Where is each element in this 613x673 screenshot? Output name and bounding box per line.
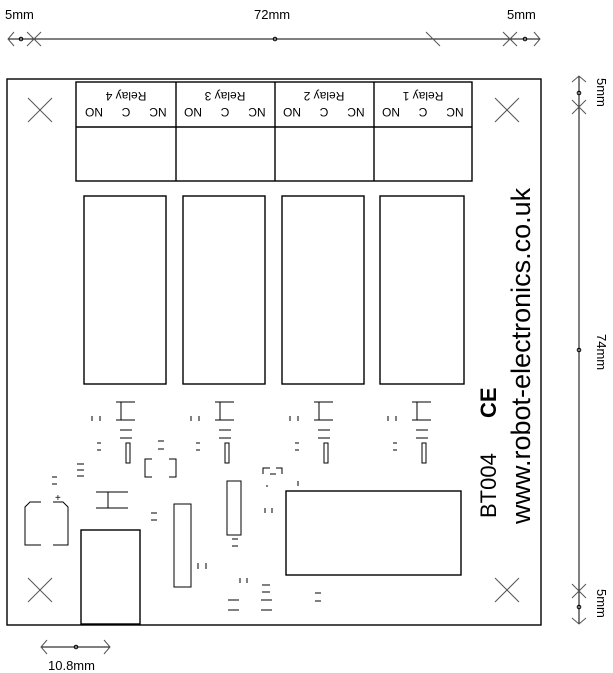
dimension-dot: [522, 36, 528, 42]
board-outline: [6, 78, 542, 626]
relay-3: [182, 195, 266, 385]
terminal-relay-1: Relay 1 NO C NC: [382, 89, 464, 119]
crystal: [144, 458, 177, 478]
programming-header: [226, 480, 242, 536]
top-dimension: 5mm 72mm 5mm: [5, 7, 541, 47]
terminal-relay-2: Relay 2 NO C NC: [283, 89, 365, 119]
pin-label: NO: [184, 105, 202, 119]
diode-body: [323, 442, 329, 464]
ce-mark: CE: [476, 387, 501, 418]
pin-label: NC: [248, 105, 266, 119]
dimension-dot: [576, 90, 582, 96]
smd-components: [52, 440, 321, 611]
cross-marker-icon: [571, 99, 587, 115]
arrow-up-icon: [571, 75, 587, 83]
terminal-label: Relay 4: [105, 89, 146, 103]
bottom-offset-label: 10.8mm: [48, 658, 95, 673]
cross-marker-icon: [571, 583, 587, 599]
polarity-plus: +: [55, 493, 61, 504]
relay-4: [83, 195, 167, 385]
arrow-left-icon: [40, 639, 48, 655]
terminal-label: Relay 3: [204, 89, 245, 103]
right-height-label: 74mm: [594, 334, 609, 370]
dimension-dot: [576, 604, 582, 610]
led: [262, 467, 283, 475]
right-bottom-margin-label: 5mm: [594, 589, 609, 618]
diode-body: [224, 442, 230, 464]
terminal-relay-3: Relay 3 NO C NC: [184, 89, 266, 119]
regulator-symbol: [96, 491, 128, 509]
diode-body: [125, 442, 131, 464]
mounting-hole-top-right: [494, 97, 520, 123]
top-width-label: 72mm: [254, 7, 290, 22]
bottom-dimension: 10.8mm: [40, 639, 111, 673]
top-left-margin-label: 5mm: [5, 7, 34, 22]
right-top-margin-label: 5mm: [594, 78, 609, 107]
relay-2: [281, 195, 365, 385]
terminal-label: Relay 2: [303, 89, 344, 103]
cross-marker-icon: [502, 31, 518, 47]
power-connector: [80, 529, 141, 625]
relay-driver-components: [91, 401, 431, 464]
terminal-relay-4: Relay 4 NO C NC: [85, 89, 167, 119]
pin-label: NC: [149, 105, 167, 119]
dimension-dot: [73, 644, 79, 650]
arrow-right-icon: [533, 31, 541, 47]
pin-label: NC: [446, 105, 464, 119]
diode-body: [421, 442, 427, 464]
cross-marker-icon: [425, 31, 441, 47]
arrow-down-icon: [571, 617, 587, 625]
terminal-label: Relay 1: [402, 89, 443, 103]
relay-1: [379, 195, 465, 385]
bluetooth-module: [285, 490, 462, 576]
cross-marker-icon: [26, 31, 42, 47]
ic-narrow: [173, 503, 192, 588]
mounting-hole-bottom-left: [27, 577, 53, 603]
pin-label: C: [121, 105, 130, 119]
pin-label: NO: [382, 105, 400, 119]
mounting-hole-top-left: [27, 97, 53, 123]
right-dimension: 5mm 74mm 5mm: [571, 75, 609, 625]
pin-label: NO: [85, 105, 103, 119]
top-right-margin-label: 5mm: [507, 7, 536, 22]
model-label: BT004: [476, 453, 501, 518]
arrow-left-icon: [7, 31, 15, 47]
website-url: www.robot-electronics.co.uk: [506, 187, 536, 525]
arrow-right-icon: [103, 639, 111, 655]
dimension-dot: [272, 36, 278, 42]
pin-label: C: [220, 105, 229, 119]
pin-label: NC: [347, 105, 365, 119]
terminal-block: Relay 4 NO C NC Relay 3 NO C NC Relay 2 …: [75, 81, 473, 182]
pin-label: C: [418, 105, 427, 119]
dimension-dot: [18, 36, 24, 42]
pin-label: C: [319, 105, 328, 119]
pin-label: NO: [283, 105, 301, 119]
mounting-hole-bottom-right: [494, 577, 520, 603]
dimension-dot: [576, 347, 582, 353]
terminal-block-outline: [75, 81, 473, 182]
battery-holder: +: [24, 493, 69, 546]
